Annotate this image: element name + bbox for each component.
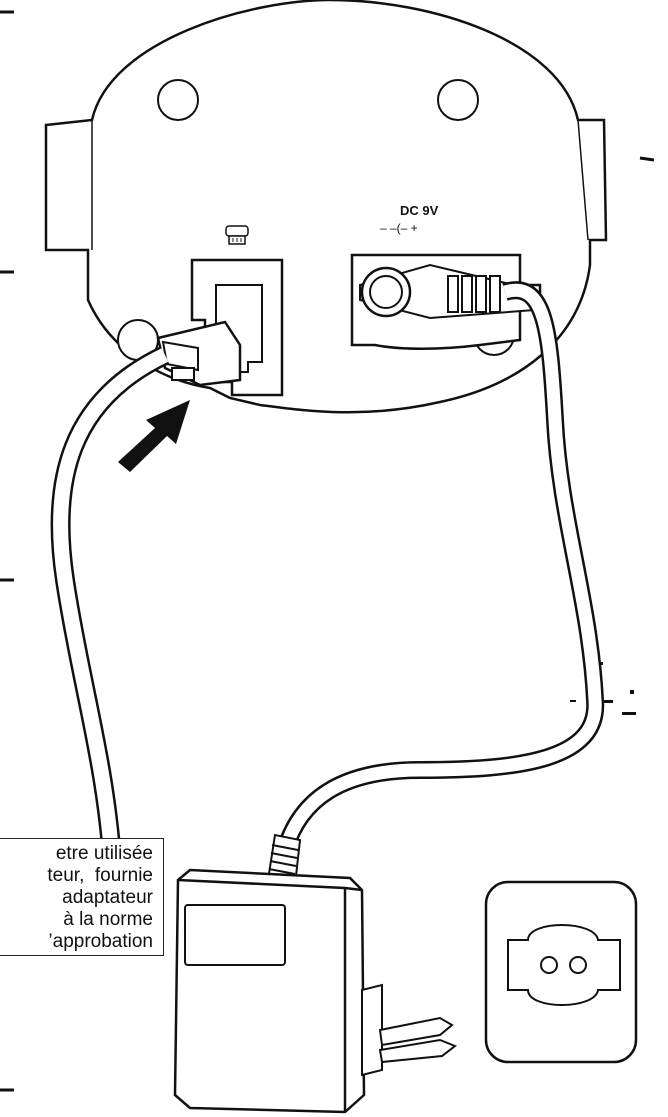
base-unit: [44, 0, 608, 414]
note-line-3: adaptateur: [62, 887, 153, 908]
scan-speckles: [570, 662, 636, 715]
power-label: DC 9V: [400, 203, 439, 218]
phone-cord: [50, 345, 170, 861]
note-line-4: à la norme: [63, 909, 153, 930]
mount-hole: [157, 79, 199, 121]
phone-icon: [225, 225, 249, 245]
note-line-1: etre utilisée: [55, 843, 153, 864]
mount-hole: [437, 79, 479, 121]
warning-note: etre utilisée teur, fournie adaptateur à…: [0, 838, 164, 956]
dc-plug: [359, 263, 536, 320]
margin-marks: [0, 10, 655, 1092]
rj11-plug: [156, 320, 242, 387]
insert-arrow: [118, 400, 190, 472]
outlet-hole: [569, 956, 587, 974]
outlet-hole: [540, 956, 558, 974]
wall-outlet: [484, 880, 638, 1064]
power-adapter: [173, 868, 458, 1114]
power-cord: [276, 281, 605, 853]
note-line-2: teur, fournie: [47, 865, 153, 886]
note-line-5: ’approbation: [48, 931, 153, 952]
adapter-prongs: [378, 1016, 458, 1064]
polarity-label: – –(– +: [380, 221, 418, 235]
